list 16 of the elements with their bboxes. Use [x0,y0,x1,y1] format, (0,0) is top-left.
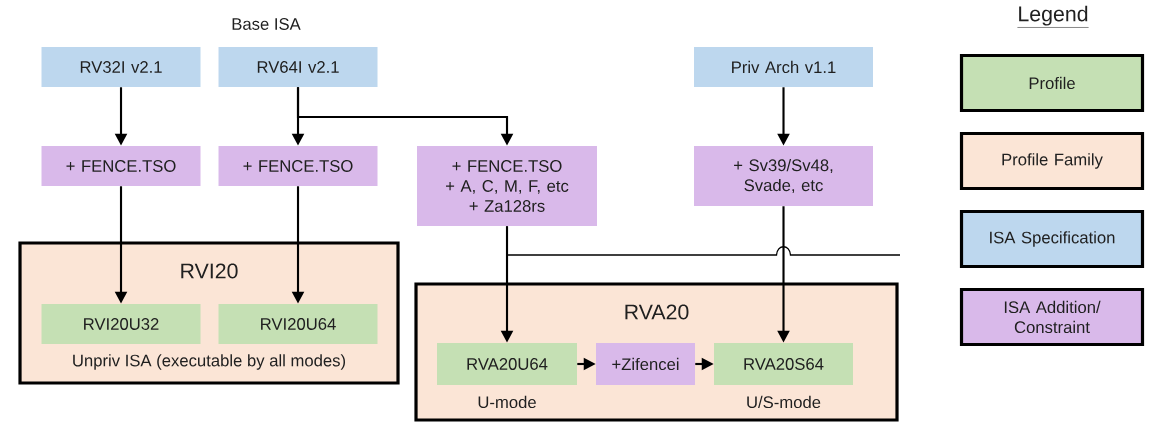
addition-box: + Sv39/Sv48, Svade, etc [694,146,873,206]
addition-box: +Zifencei [596,343,695,385]
heading: Base ISA [232,18,301,30]
spec-box: Priv Arch v1.1 [694,47,873,87]
mode-caption: U-mode [478,395,536,409]
spec-box: RV64I v2.1 [218,47,378,87]
profile-box: RVA20U64 [437,343,577,385]
spec-box: RV32I v2.1 [41,47,201,87]
addition-box: + FENCE.TSO [218,146,378,186]
legend-title: Legend [1017,5,1089,28]
addition-box: + FENCE.TSO [41,146,201,186]
addition-box: + FENCE.TSO + A, C, M, F, etc + Za128rs [417,146,597,226]
profile-box: RVI20U64 [218,304,378,344]
mode-caption: U/S-mode [747,395,821,409]
profile-box: RVA20S64 [714,343,853,385]
profile-box: RVI20U32 [41,304,201,344]
